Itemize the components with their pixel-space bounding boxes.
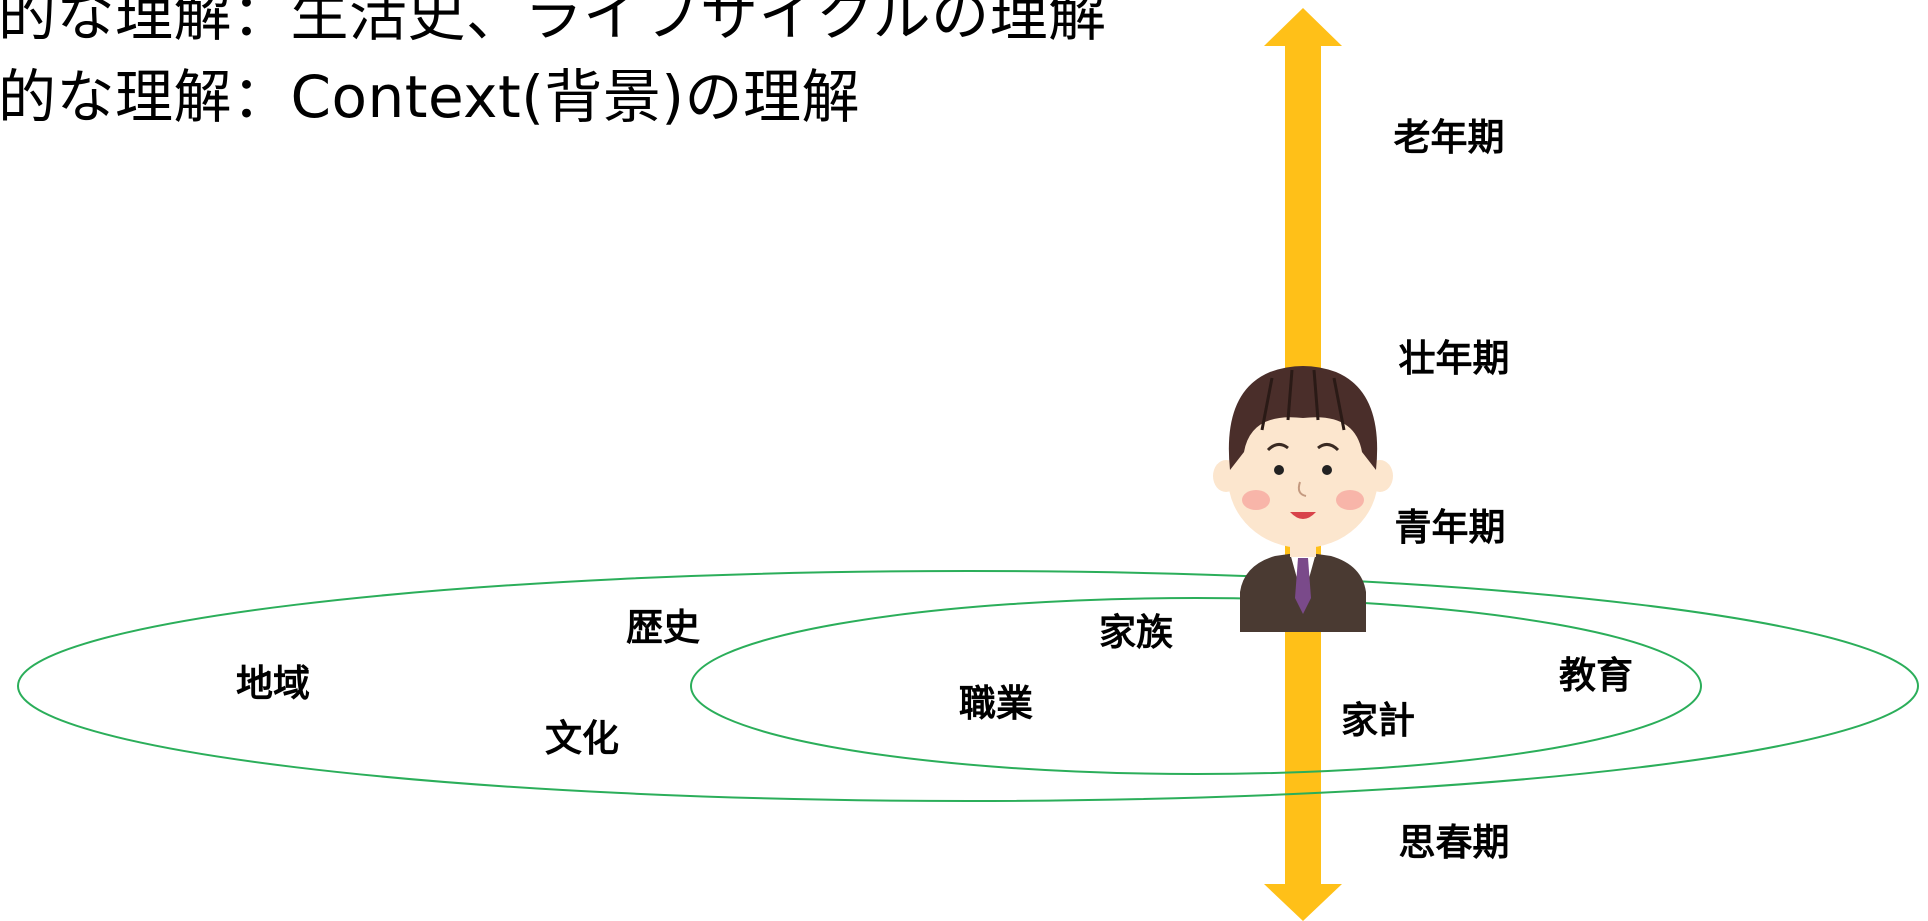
- stage-label-old-age: 老年期: [1393, 116, 1505, 159]
- outer-context-ellipse: [17, 570, 1919, 802]
- heading-line-1: 的な理解：生活史、ライフサイクルの理解: [0, 0, 1107, 49]
- person-illustration-icon: [1213, 366, 1393, 632]
- inner-context-ellipse: [690, 597, 1702, 775]
- tie: [1295, 558, 1311, 614]
- context-label-region: 地域: [236, 662, 310, 705]
- context-label-family: 家族: [1099, 611, 1173, 654]
- context-label-household-finance: 家計: [1341, 699, 1415, 742]
- context-label-occupation: 職業: [959, 682, 1033, 725]
- face: [1228, 408, 1378, 548]
- context-label-culture: 文化: [545, 717, 619, 760]
- heading-line-2: 的な理解：Context(背景)の理解: [0, 63, 860, 131]
- stage-label-adolescence: 思春期: [1398, 821, 1510, 864]
- hair: [1228, 366, 1378, 470]
- arrow-head-down: [1264, 884, 1342, 921]
- context-label-education: 教育: [1559, 654, 1633, 697]
- stage-label-prime-age: 壮年期: [1398, 337, 1510, 380]
- stage-label-youth: 青年期: [1394, 506, 1506, 549]
- context-label-history: 歴史: [626, 606, 700, 649]
- arrow-head-up: [1264, 8, 1342, 46]
